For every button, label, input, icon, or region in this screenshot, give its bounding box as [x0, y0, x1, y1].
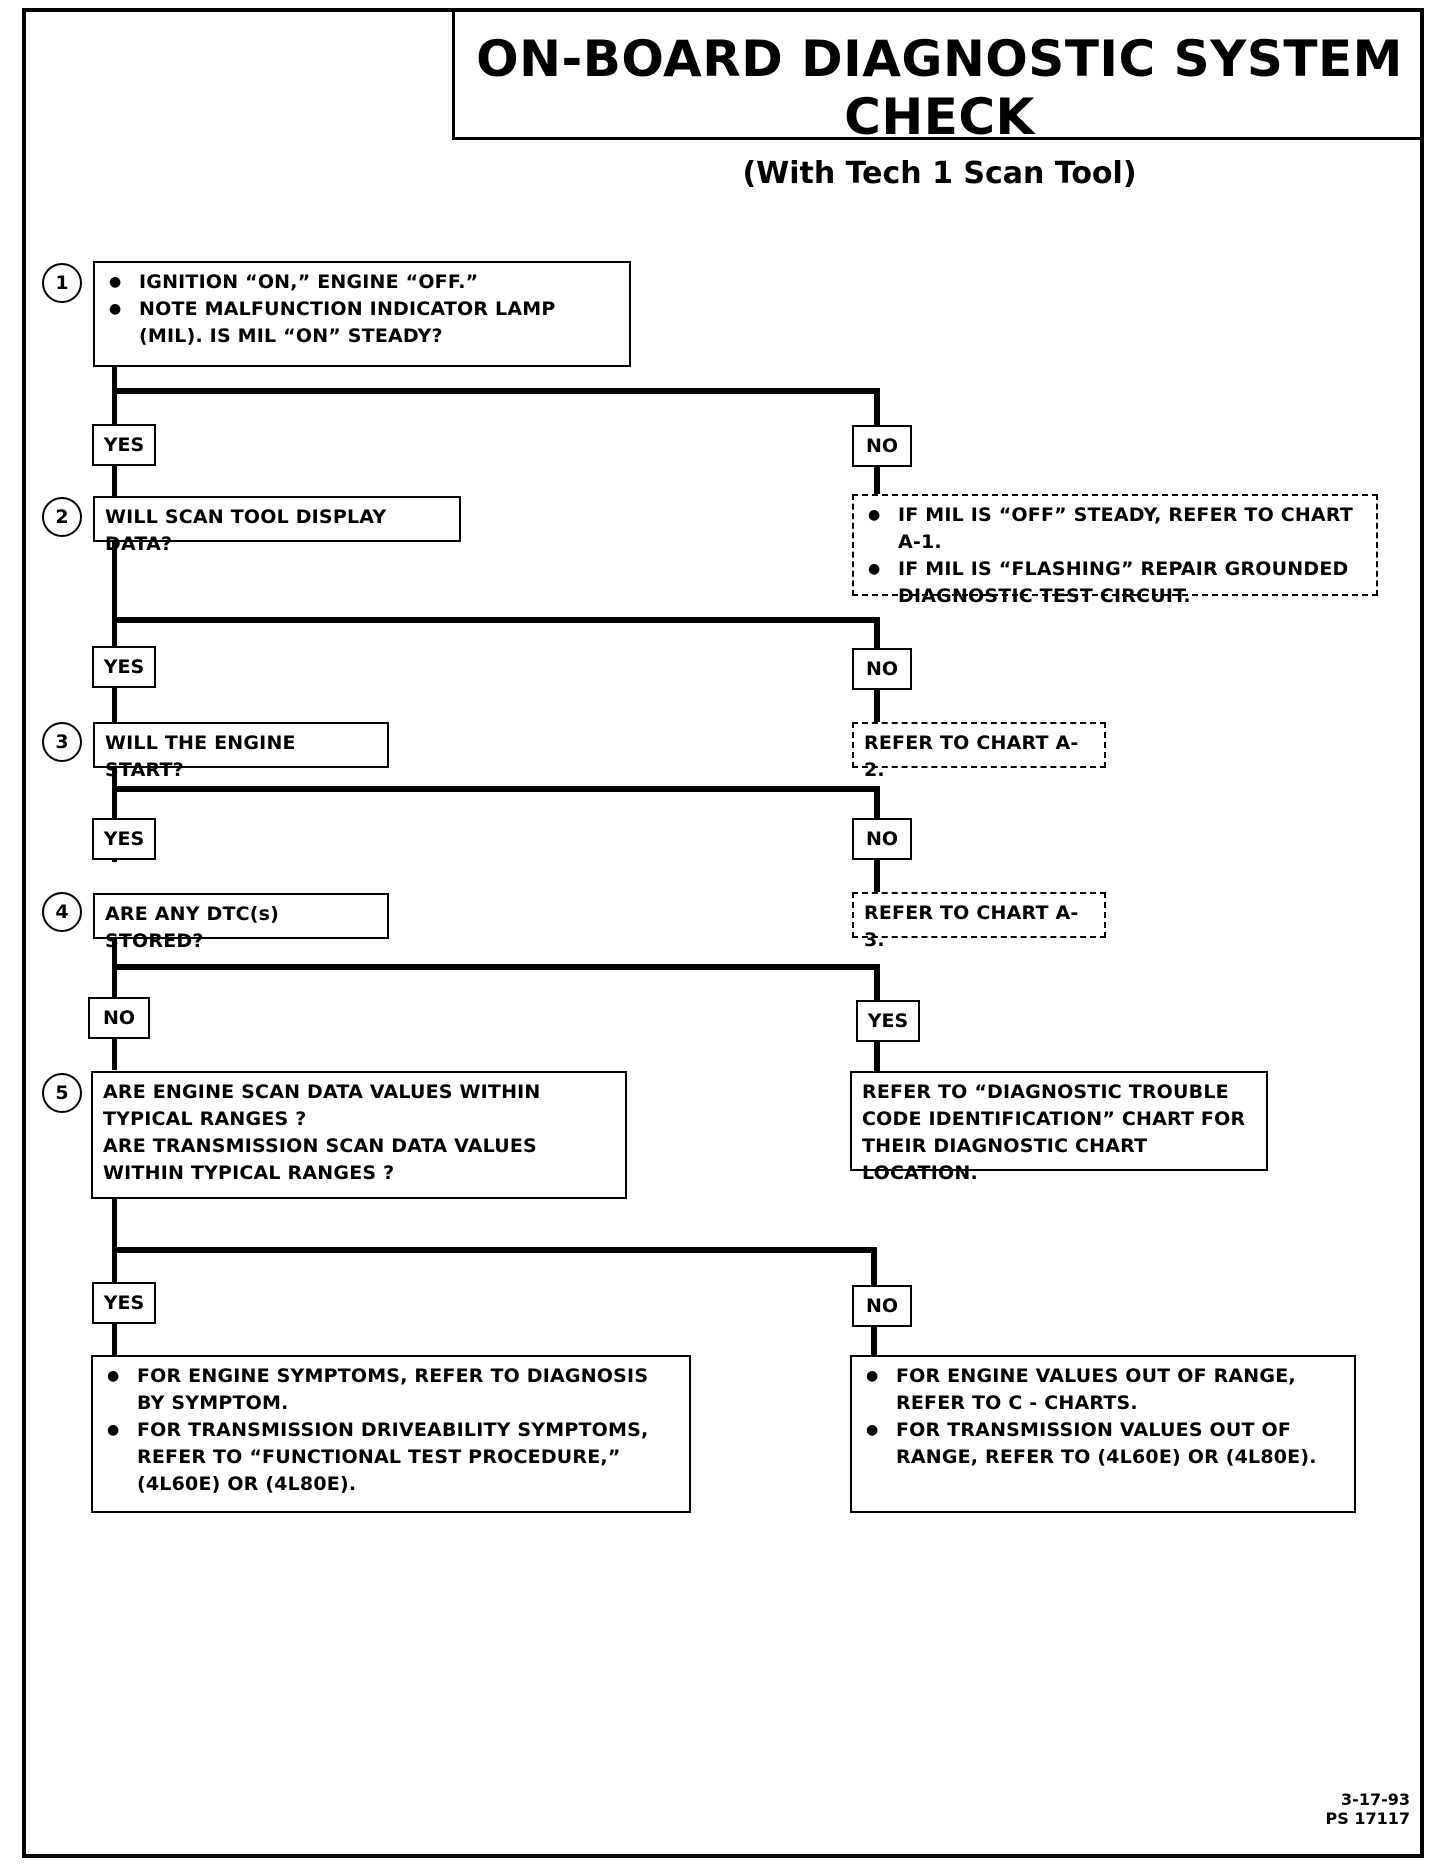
- outcome-mil-box: IF MIL IS “OFF” STEADY, REFER TO CHART A…: [852, 494, 1378, 607]
- step-3-question: WILL THE ENGINE START?: [105, 732, 296, 781]
- outcome-out-of-range-box: FOR ENGINE VALUES OUT OF RANGE, REFER TO…: [850, 1355, 1356, 1513]
- trunk-3: [112, 766, 117, 862]
- footer-date: 3-17-93: [1341, 1790, 1410, 1809]
- outcome-chart-a3-box: REFER TO CHART A-3.: [852, 892, 1106, 951]
- branch-5-yes-label: YES: [92, 1282, 156, 1324]
- outcome-engine-out-of-range: FOR ENGINE VALUES OUT OF RANGE, REFER TO…: [862, 1363, 1344, 1417]
- branch-3-horizontal: [112, 786, 880, 792]
- step-1-box: IGNITION “ON,” ENGINE “OFF.” NOTE MALFUN…: [93, 261, 631, 367]
- branch-4-horizontal: [112, 964, 880, 970]
- step-4-number: 4: [42, 892, 82, 932]
- step-3-number: 3: [42, 722, 82, 762]
- page-subtitle: (With Tech 1 Scan Tool): [742, 156, 1137, 191]
- branch-3-yes-label: YES: [92, 818, 156, 860]
- branch-3-no-label: NO: [852, 818, 912, 860]
- branch-2-horizontal: [112, 617, 880, 623]
- step-4-question: ARE ANY DTC(s) STORED?: [105, 903, 280, 952]
- trunk-2: [112, 542, 117, 736]
- step-2-box: WILL SCAN TOOL DISPLAY DATA?: [93, 496, 461, 555]
- branch-2-yes-label: YES: [92, 646, 156, 688]
- outcome-dtc-identification-box: REFER TO “DIAGNOSTIC TROUBLE CODE IDENTI…: [850, 1071, 1268, 1184]
- branch-5-horizontal: [112, 1247, 877, 1253]
- branch-1-no-label: NO: [852, 425, 912, 467]
- step-4-box: ARE ANY DTC(s) STORED?: [93, 893, 389, 952]
- outcome-mil-flashing: IF MIL IS “FLASHING” REPAIR GROUNDED DIA…: [864, 556, 1366, 610]
- step-3-box: WILL THE ENGINE START?: [93, 722, 389, 781]
- step-2-question: WILL SCAN TOOL DISPLAY DATA?: [105, 506, 387, 555]
- outcome-chart-a2-box: REFER TO CHART A-2.: [852, 722, 1106, 781]
- footer-stamp: 3-17-93 PS 17117: [1326, 1790, 1410, 1828]
- title-block: ON-BOARD DIAGNOSTIC SYSTEM CHECK (With T…: [452, 8, 1424, 191]
- branch-4-yes-label: YES: [856, 1000, 920, 1042]
- step-5-question-engine: ARE ENGINE SCAN DATA VALUES WITHIN TYPIC…: [103, 1081, 541, 1130]
- branch-4-no-label: NO: [88, 997, 150, 1039]
- outcome-chart-a3: REFER TO CHART A-3.: [864, 902, 1079, 951]
- outcome-dtc-identification: REFER TO “DIAGNOSTIC TROUBLE CODE IDENTI…: [862, 1081, 1246, 1184]
- branch-1-yes-label: YES: [92, 424, 156, 466]
- step-5-question-transmission: ARE TRANSMISSION SCAN DATA VALUES WITHIN…: [103, 1135, 537, 1184]
- step-1-number: 1: [42, 263, 82, 303]
- branch-2-no-label: NO: [852, 648, 912, 690]
- page-title: ON-BOARD DIAGNOSTIC SYSTEM CHECK: [476, 30, 1403, 146]
- outcome-symptoms-box: FOR ENGINE SYMPTOMS, REFER TO DIAGNOSIS …: [91, 1355, 691, 1513]
- outcome-chart-a2: REFER TO CHART A-2.: [864, 732, 1079, 781]
- branch-5-no-label: NO: [852, 1285, 912, 1327]
- outcome-transmission-out-of-range: FOR TRANSMISSION VALUES OUT OF RANGE, RE…: [862, 1417, 1344, 1471]
- outcome-mil-off: IF MIL IS “OFF” STEADY, REFER TO CHART A…: [864, 502, 1366, 556]
- step-5-box: ARE ENGINE SCAN DATA VALUES WITHIN TYPIC…: [91, 1071, 627, 1199]
- trunk-5: [112, 1196, 117, 1356]
- outcome-transmission-symptoms: FOR TRANSMISSION DRIVEABILITY SYMPTOMS, …: [103, 1417, 679, 1498]
- step-5-number: 5: [42, 1073, 82, 1113]
- outcome-engine-symptoms: FOR ENGINE SYMPTOMS, REFER TO DIAGNOSIS …: [103, 1363, 679, 1417]
- footer-code: PS 17117: [1325, 1809, 1410, 1828]
- page-frame: [22, 8, 1424, 1858]
- branch-1-horizontal: [112, 388, 880, 394]
- step-1-bullet-1: IGNITION “ON,” ENGINE “OFF.”: [105, 269, 619, 296]
- step-2-number: 2: [42, 497, 82, 537]
- step-1-bullet-2: NOTE MALFUNCTION INDICATOR LAMP (MIL). I…: [105, 296, 619, 350]
